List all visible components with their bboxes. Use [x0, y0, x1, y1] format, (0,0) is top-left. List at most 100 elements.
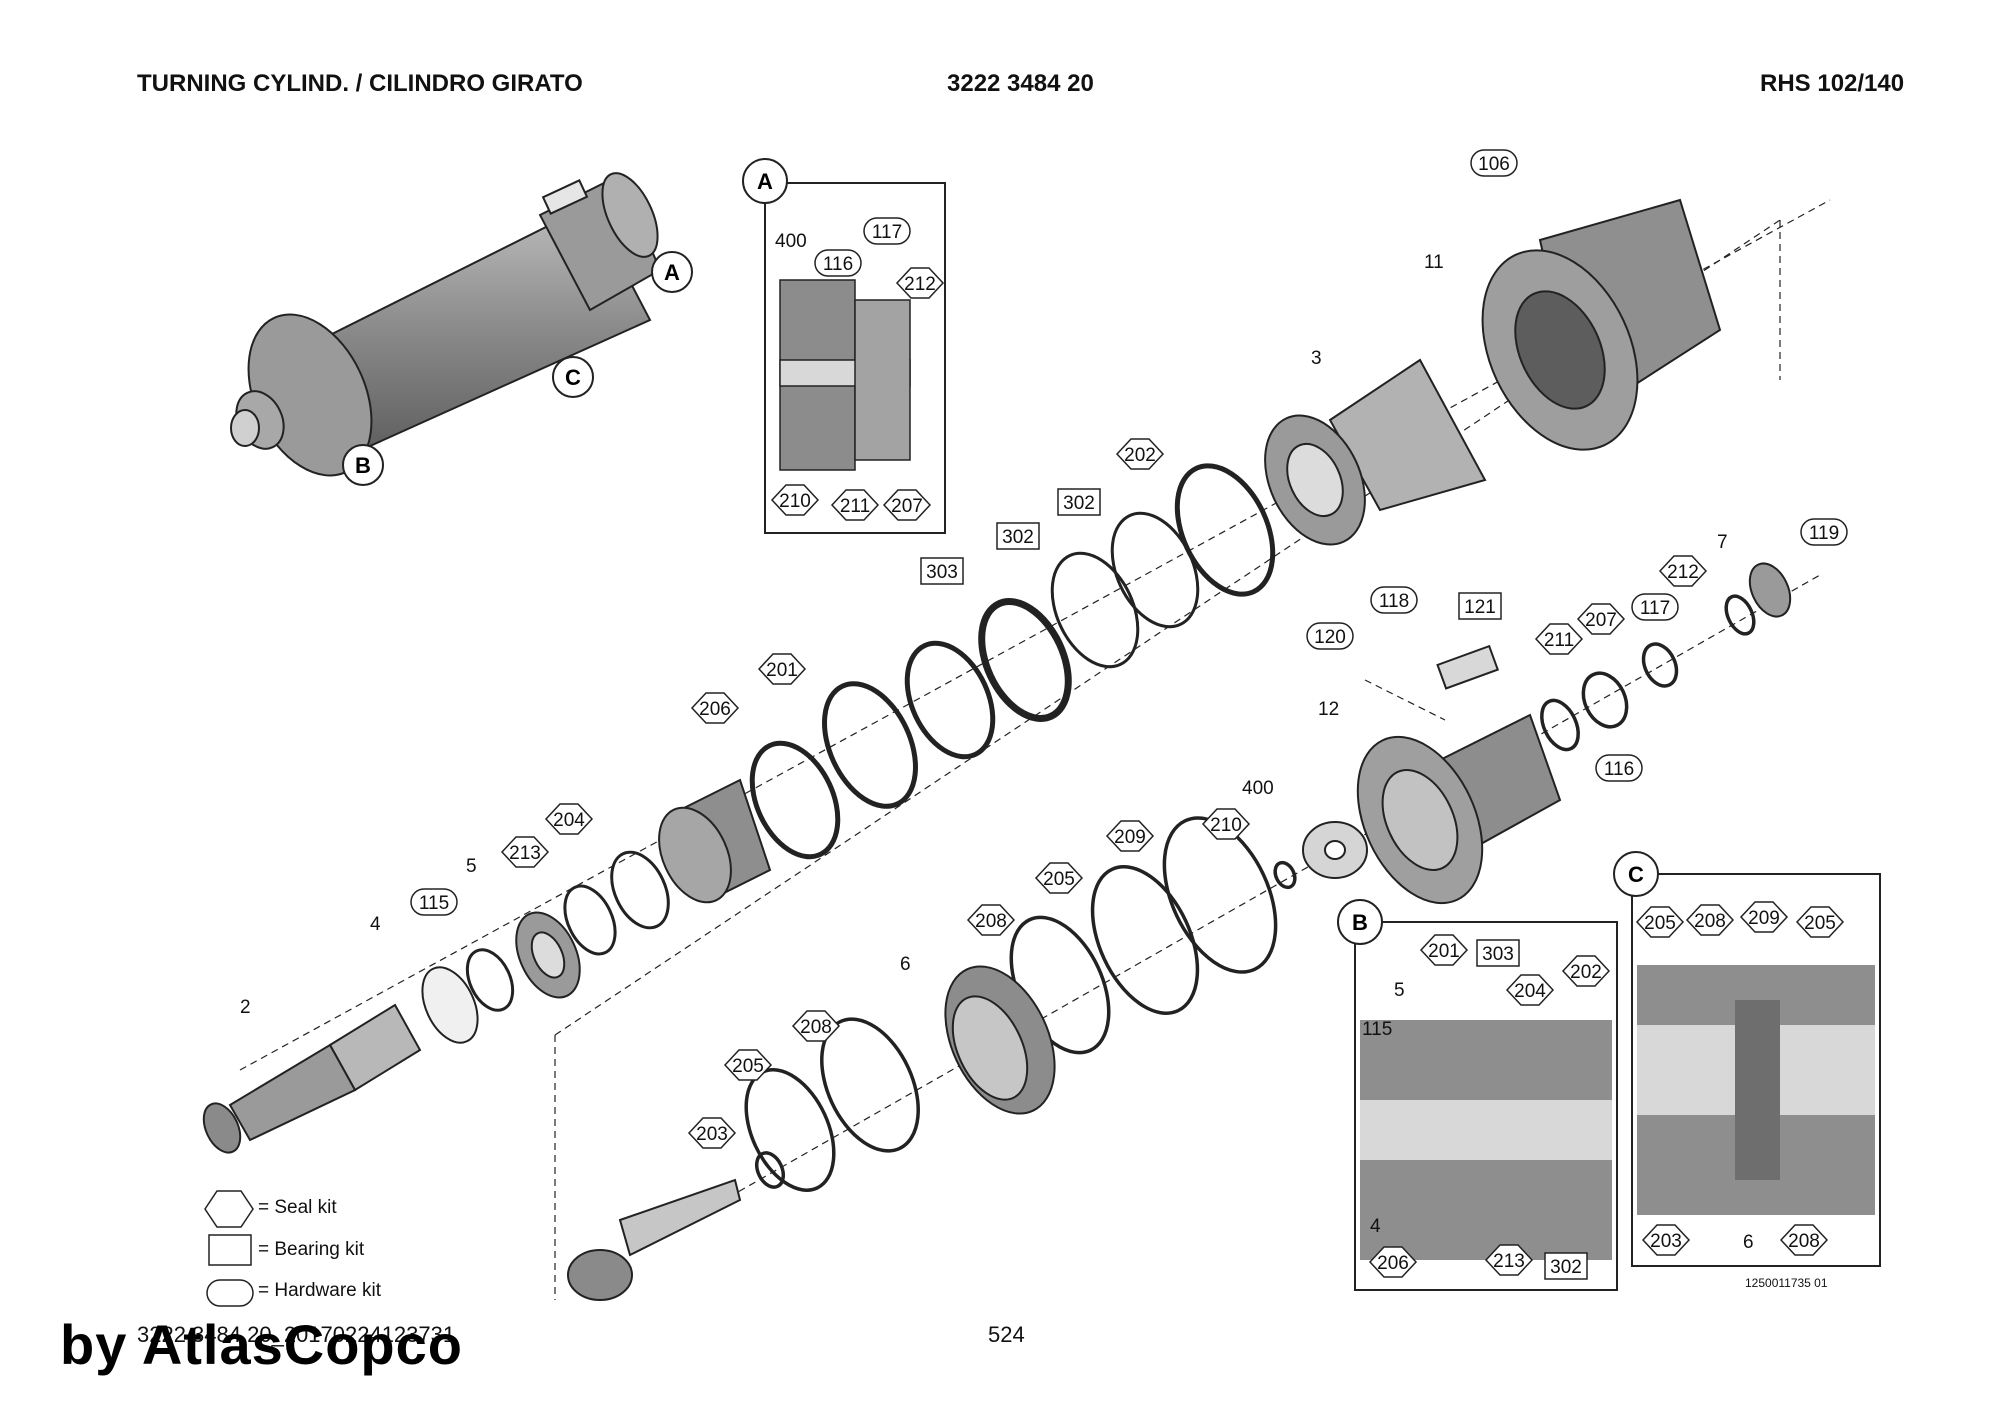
- hex-callout-201b: 201: [1419, 934, 1469, 966]
- callout-400b: 400: [1242, 778, 1274, 799]
- detail-c-marker: [1613, 851, 1659, 897]
- svg-text:116: 116: [1604, 759, 1634, 780]
- part-12-cover: [1302, 562, 1792, 905]
- hardware-kit-callouts: 106 117 116 119 117 118 120 116 115: [410, 149, 1848, 916]
- svg-text:303: 303: [1482, 944, 1514, 965]
- svg-text:119: 119: [1809, 523, 1839, 544]
- hex-callout-210: 210: [770, 484, 820, 516]
- svg-text:202: 202: [1570, 962, 1602, 983]
- svg-text:210: 210: [779, 491, 811, 512]
- detail-c-frame: [1631, 873, 1881, 1267]
- svg-text:207: 207: [891, 496, 923, 517]
- callout-2: 2: [240, 997, 251, 1018]
- hex-callout-211: 211: [830, 489, 880, 521]
- rect-callout-302b: 302: [996, 522, 1040, 550]
- hex-callout-205: 205: [1034, 862, 1084, 894]
- svg-text:210: 210: [1210, 815, 1242, 836]
- svg-text:206: 206: [699, 699, 731, 720]
- ring-parts-upper: [465, 463, 1276, 1012]
- oval-callout-115: 115: [410, 888, 458, 916]
- lower-pin: [567, 1178, 742, 1301]
- svg-text:116: 116: [823, 254, 853, 275]
- hex-callout-212b: 212: [1658, 555, 1708, 587]
- assembly-b-marker: [342, 444, 384, 486]
- svg-text:201: 201: [1428, 941, 1460, 962]
- svg-text:205: 205: [732, 1056, 764, 1077]
- part-3-piston: [1264, 358, 1487, 546]
- oval-callout-120: 120: [1306, 622, 1354, 650]
- hex-callout-203: 203: [687, 1117, 737, 1149]
- legend-hardware-kit: = Hardware kit: [258, 1280, 382, 1301]
- svg-text:201: 201: [766, 660, 798, 681]
- svg-text:117: 117: [872, 222, 902, 243]
- svg-text:212: 212: [904, 274, 936, 295]
- oval-callout-119: 119: [1800, 518, 1848, 546]
- assembly-a-label: A: [664, 260, 680, 285]
- svg-text:213: 213: [1493, 1251, 1525, 1272]
- svg-text:118: 118: [1379, 591, 1409, 612]
- svg-text:106: 106: [1478, 154, 1510, 175]
- assembly-a-marker: [651, 251, 693, 293]
- callout-400: 400: [775, 231, 807, 252]
- svg-text:213: 213: [509, 843, 541, 864]
- callout-11: 11: [1424, 252, 1444, 273]
- svg-text:203: 203: [1650, 1231, 1682, 1252]
- hex-callout-207: 207: [882, 489, 932, 521]
- callout-12: 12: [1318, 699, 1339, 720]
- hex-callout-201: 201: [757, 653, 807, 685]
- hex-callout-205b: 205: [723, 1049, 773, 1081]
- hex-callout-202b: 202: [1561, 955, 1611, 987]
- detail-a-marker: [742, 158, 788, 204]
- detail-b-marker: [1337, 899, 1383, 945]
- hex-callout-205c: 205: [1635, 906, 1685, 938]
- detail-letter-markers: A B C A C B: [342, 158, 1659, 945]
- svg-text:303: 303: [926, 562, 958, 583]
- svg-text:211: 211: [1544, 630, 1574, 651]
- hex-callout-208c: 208: [1685, 904, 1735, 936]
- svg-text:209: 209: [1114, 827, 1146, 848]
- part-2-shaft: [202, 1003, 422, 1154]
- svg-text:208: 208: [1694, 911, 1726, 932]
- rect-callout-302c: 302: [1544, 1252, 1588, 1280]
- footer-code: 3222 3484 20_20170224123731: [137, 1322, 456, 1347]
- page-title: TURNING CYLIND. / CILINDRO GIRATO: [137, 70, 583, 97]
- plain-callouts: 400 11 3 7 12 400 5 4 2 6 5 115 4 6: [240, 231, 1754, 1253]
- hex-callout-212: 212: [895, 267, 945, 299]
- legend-symbols: [204, 1190, 254, 1307]
- hex-callout-204b: 204: [1505, 974, 1555, 1006]
- model-number: RHS 102/140: [1760, 70, 1905, 97]
- legend-bearing-kit: = Bearing kit: [258, 1239, 365, 1260]
- assembly-b-label: B: [355, 453, 371, 478]
- hex-callout-208: 208: [966, 904, 1016, 936]
- legend-hex-icon: [204, 1190, 254, 1228]
- hex-callout-209b: 209: [1739, 901, 1789, 933]
- svg-text:211: 211: [840, 496, 870, 517]
- hex-callout-206b: 206: [1368, 1246, 1418, 1278]
- hex-callout-207b: 207: [1576, 603, 1626, 635]
- drawing-code: 1250011735 01: [1745, 1276, 1828, 1290]
- svg-text:209: 209: [1748, 908, 1780, 929]
- callout-4: 4: [370, 914, 381, 935]
- svg-text:208: 208: [975, 911, 1007, 932]
- legend-rect-icon: [208, 1234, 252, 1266]
- bearing-kit-callouts: 302 302 303 121 303 302: [920, 488, 1588, 1280]
- hex-callout-206: 206: [690, 692, 740, 724]
- rect-callout-303b: 303: [1476, 939, 1520, 967]
- svg-text:204: 204: [553, 810, 585, 831]
- legend-seal-kit: = Seal kit: [258, 1197, 337, 1218]
- hex-callout-202: 202: [1115, 438, 1165, 470]
- svg-text:208: 208: [1788, 1231, 1820, 1252]
- svg-text:205: 205: [1644, 913, 1676, 934]
- page-number: 524: [988, 1322, 1025, 1347]
- seal-kit-callouts: 212 210 211 207 202 201 206 204 213 212 …: [500, 267, 1845, 1278]
- oval-callout-117b: 117: [1631, 593, 1679, 621]
- detail-a-frame: [764, 182, 946, 534]
- svg-text:302: 302: [1002, 527, 1034, 548]
- oval-callout-116b: 116: [1595, 754, 1643, 782]
- hex-callout-213: 213: [500, 836, 550, 868]
- hex-callout-213b: 213: [1484, 1244, 1534, 1276]
- rect-callout-302: 302: [1057, 488, 1101, 516]
- part-number: 3222 3484 20: [947, 70, 1094, 97]
- callout-5: 5: [466, 856, 477, 877]
